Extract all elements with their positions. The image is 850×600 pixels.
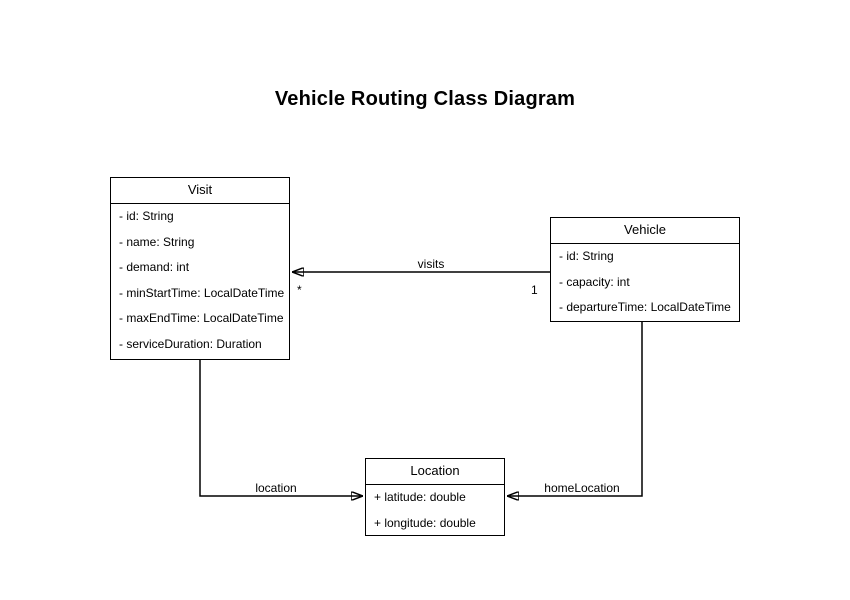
class-attribute: - departureTime: LocalDateTime	[559, 300, 731, 314]
class-attribute: + longitude: double	[374, 515, 476, 530]
class-attribute: - id: String	[559, 249, 614, 263]
class-title-visit: Visit	[111, 178, 289, 204]
class-attribute: - demand: int	[119, 260, 190, 274]
class-attribute: - maxEndTime: LocalDateTime	[119, 311, 284, 325]
edge-label-visits: visits	[416, 257, 446, 271]
class-box-visit[interactable]: Visit - id: String - name: String - dema…	[110, 177, 290, 360]
class-box-location[interactable]: Location + latitude: double + longitude:…	[365, 458, 505, 536]
class-attribute: - serviceDuration: Duration	[119, 336, 262, 351]
class-attribute: - minStartTime: LocalDateTime	[119, 285, 285, 300]
edge-label-home-location: homeLocation	[543, 481, 621, 495]
multiplicity-visits-target: *	[297, 283, 302, 297]
diagram-title: Vehicle Routing Class Diagram	[274, 88, 576, 110]
class-attribute: - name: String	[119, 234, 195, 249]
edge-home-location[interactable]	[507, 321, 643, 496]
class-title-vehicle: Vehicle	[551, 218, 739, 244]
edge-location[interactable]	[199, 360, 363, 496]
multiplicity-visits-source: 1	[531, 283, 538, 297]
class-attribute: - capacity: int	[559, 274, 630, 289]
class-title-location: Location	[366, 459, 504, 485]
class-box-vehicle[interactable]: Vehicle - id: String - capacity: int - d…	[550, 217, 740, 322]
class-attribute: - id: String	[119, 209, 174, 223]
edge-label-location: location	[254, 481, 298, 495]
class-attribute: + latitude: double	[374, 490, 466, 504]
